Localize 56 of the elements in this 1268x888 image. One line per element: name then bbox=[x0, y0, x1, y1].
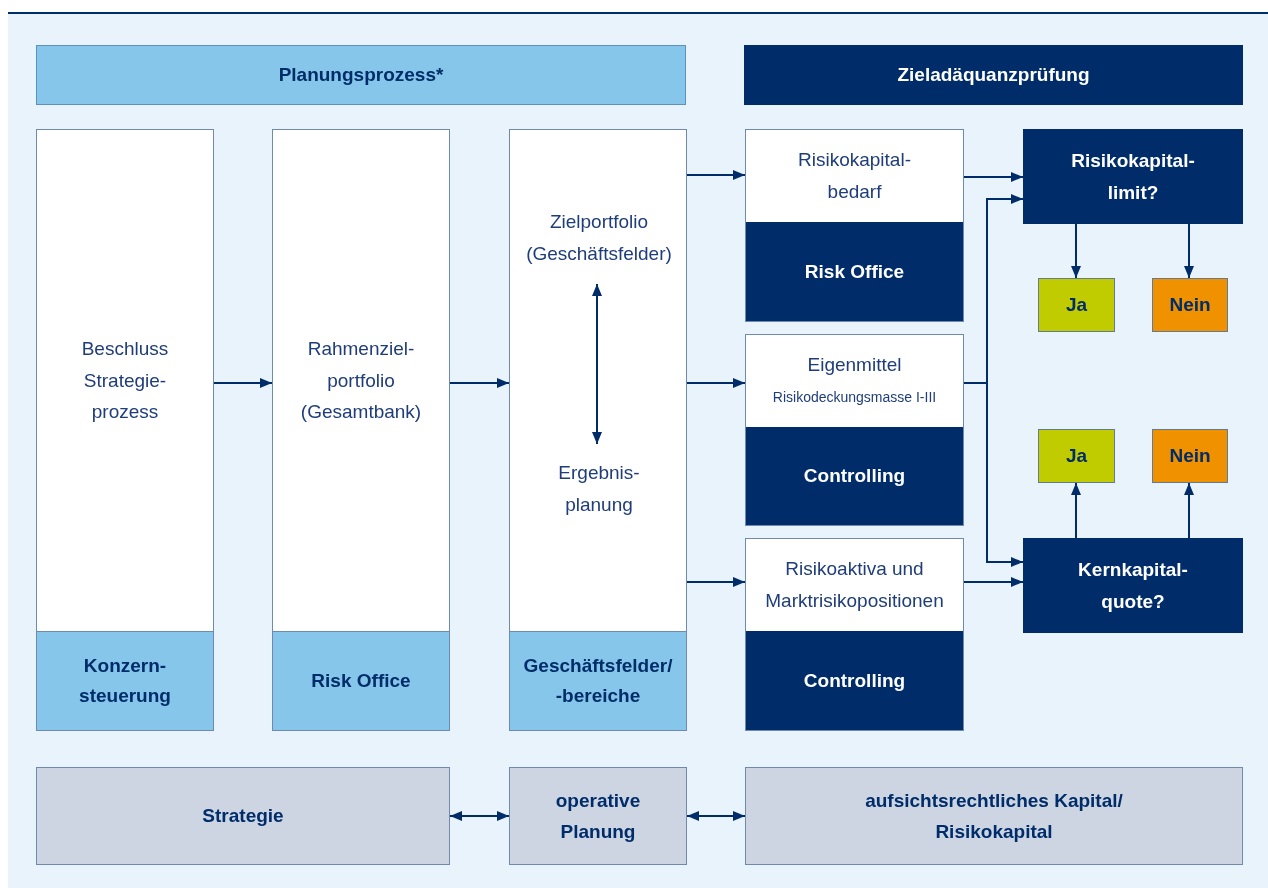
node-label: Nein bbox=[1169, 444, 1211, 469]
arrow bbox=[686, 170, 746, 180]
arrow bbox=[686, 378, 746, 388]
arrow bbox=[1184, 482, 1194, 539]
node-label: Planungsprozess* bbox=[278, 63, 444, 88]
node-label: Strategie bbox=[202, 804, 284, 829]
summary-box bbox=[509, 767, 687, 865]
node-label: Ja bbox=[1065, 293, 1088, 318]
process-column bbox=[509, 129, 687, 731]
node-label: Nein bbox=[1169, 293, 1211, 318]
arrow bbox=[592, 283, 602, 445]
answer-box bbox=[1152, 429, 1228, 483]
node-label: Risikodeckungsmasse I-III bbox=[772, 387, 937, 407]
node-label: aufsichtsrechtliches Kapital/ Risikokapital bbox=[864, 788, 1124, 844]
answer-box bbox=[1152, 278, 1228, 332]
node-label: Ergebnis- planung bbox=[557, 460, 641, 517]
node-label: Zielportfolio (Geschäftsfelder) bbox=[525, 209, 673, 266]
decision-box bbox=[1023, 538, 1243, 633]
node-label: Eigenmittel bbox=[807, 353, 902, 378]
department-label: Controlling bbox=[803, 668, 906, 693]
summary-box bbox=[745, 767, 1243, 865]
node-label: Rahmenziel- portfolio (Gesamtbank) bbox=[299, 337, 423, 425]
department-label: Controlling bbox=[803, 464, 906, 489]
node-label: Risikokapital- bedarf bbox=[797, 147, 912, 204]
answer-box bbox=[1038, 429, 1115, 483]
node-label: Risikokapital- limit? bbox=[1070, 149, 1196, 205]
arrow bbox=[1071, 223, 1081, 279]
arrow bbox=[686, 577, 746, 587]
node-label: Kernkapital- quote? bbox=[1077, 558, 1189, 614]
summary-box bbox=[36, 767, 450, 865]
decision-box bbox=[1023, 129, 1243, 224]
process-box bbox=[745, 538, 964, 731]
arrow bbox=[1184, 223, 1194, 279]
department-label: Risk Office bbox=[804, 259, 905, 284]
arrow bbox=[686, 811, 746, 821]
arrow bbox=[213, 378, 273, 388]
node-label: Beschluss Strategie- prozess bbox=[80, 337, 170, 425]
header-bar bbox=[36, 45, 686, 105]
arrow bbox=[963, 172, 1024, 182]
node-label: Risikoaktiva und Marktrisikopositionen bbox=[764, 556, 945, 613]
node-label: operative Planung bbox=[554, 788, 642, 844]
arrow bbox=[449, 378, 510, 388]
answer-box bbox=[1038, 278, 1115, 332]
header-bar bbox=[744, 45, 1243, 105]
process-box bbox=[745, 129, 964, 322]
department-label: Geschäftsfelder/ -bereiche bbox=[523, 653, 673, 708]
arrow bbox=[449, 811, 510, 821]
node-label: Zieladäquanzprüfung bbox=[897, 63, 1090, 88]
process-column bbox=[272, 129, 450, 731]
arrow bbox=[1071, 482, 1081, 539]
process-column bbox=[36, 129, 214, 731]
department-label: Konzern- steuerung bbox=[78, 653, 172, 708]
node-label: Ja bbox=[1065, 444, 1088, 469]
department-label: Risk Office bbox=[311, 668, 411, 693]
arrow bbox=[963, 577, 1024, 587]
process-box bbox=[745, 334, 964, 526]
